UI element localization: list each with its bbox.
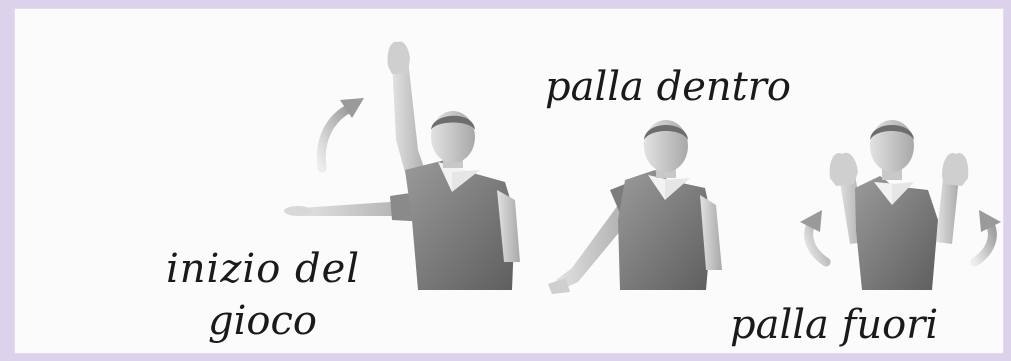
ball-in-label: palla dentro	[545, 64, 791, 110]
ball-out-label: palla fuori	[730, 302, 938, 348]
referee-ball-out-figure	[800, 120, 1001, 290]
referee-start-play-figure	[284, 41, 520, 290]
referee-ball-in-figure	[548, 120, 722, 294]
start-play-label-line2: gioco	[208, 298, 317, 344]
curved-arrow-icon	[316, 103, 355, 173]
start-play-label-line1: inizio del	[166, 246, 360, 292]
